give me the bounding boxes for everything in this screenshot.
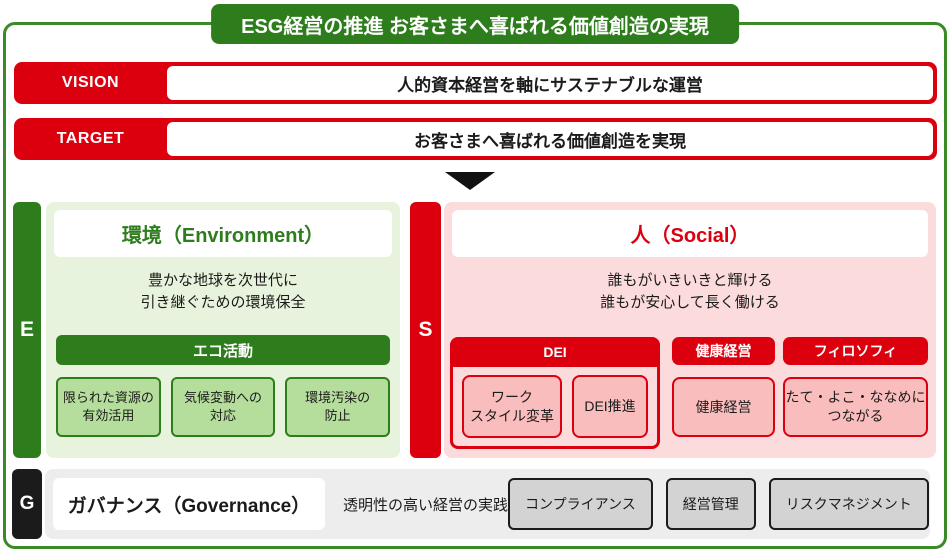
diagram-title-banner: ESG経営の推進 お客さまへ喜ばれる価値創造の実現 xyxy=(211,4,739,44)
vision-label: VISION xyxy=(61,74,120,91)
social-letter-bar: S xyxy=(410,202,441,458)
dei-item-workstyle: ワーク スタイル変革 xyxy=(462,375,562,438)
environment-panel: 環境（Environment） 豊かな地球を次世代に 引き継ぐための環境保全 エ… xyxy=(46,202,400,458)
social-title: 人（Social） xyxy=(452,210,928,257)
governance-subtitle: 透明性の高い経営の実践 xyxy=(343,496,509,514)
governance-letter-bar: G xyxy=(12,469,42,539)
environment-item-pollution: 環境汚染の 防止 xyxy=(285,377,391,437)
diagram-title: ESG経営の推進 お客さまへ喜ばれる価値創造の実現 xyxy=(241,15,709,38)
environment-description: 豊かな地球を次世代に 引き継ぐための環境保全 xyxy=(140,272,306,311)
governance-item-risk: リスクマネジメント xyxy=(768,478,929,530)
eco-activity-header: エコ活動 xyxy=(56,335,390,365)
environment-item-climate: 気候変動への 対応 xyxy=(170,377,276,437)
dei-item-promotion: DEI推進 xyxy=(572,375,648,438)
social-description: 誰もがいきいきと輝ける 誰もが安心して長く働ける xyxy=(600,272,780,311)
social-panel: 人（Social） 誰もがいきいきと輝ける 誰もが安心して長く働ける DEI ワ… xyxy=(444,202,936,458)
governance-item-compliance: コンプライアンス xyxy=(508,478,653,530)
health-item: 健康経営 xyxy=(672,377,775,437)
target-row: TARGET お客さまへ喜ばれる価値創造を実現 xyxy=(14,118,937,160)
environment-letter-bar: E xyxy=(13,202,41,458)
environment-title: 環境（Environment） xyxy=(54,210,392,257)
environment-items: 限られた資源の 有効活用 気候変動への 対応 環境汚染の 防止 xyxy=(56,377,391,437)
vision-row: VISION 人的資本経営を軸にサステナブルな運営 xyxy=(14,62,937,104)
target-text: お客さまへ喜ばれる価値創造を実現 xyxy=(167,122,933,156)
target-label: TARGET xyxy=(56,130,125,147)
down-arrow-icon xyxy=(445,172,495,190)
dei-group-header: DEI xyxy=(450,337,660,367)
governance-item-management: 経営管理 xyxy=(665,478,756,530)
philosophy-group-header: フィロソフィ xyxy=(783,337,928,365)
governance-title: ガバナンス（Governance） xyxy=(53,478,325,530)
governance-items: コンプライアンス 経営管理 リスクマネジメント xyxy=(508,478,929,530)
governance-panel: ガバナンス（Governance） 透明性の高い経営の実践 コンプライアンス 経… xyxy=(45,469,930,539)
health-group-header: 健康経営 xyxy=(672,337,775,365)
vision-text: 人的資本経営を軸にサステナブルな運営 xyxy=(167,66,933,100)
philosophy-item: たて・よこ・ななめに つながる xyxy=(783,377,928,437)
dei-group: DEI ワーク スタイル変革 DEI推進 xyxy=(450,337,660,449)
environment-item-resources: 限られた資源の 有効活用 xyxy=(56,377,161,437)
dei-group-body: ワーク スタイル変革 DEI推進 xyxy=(450,367,660,449)
